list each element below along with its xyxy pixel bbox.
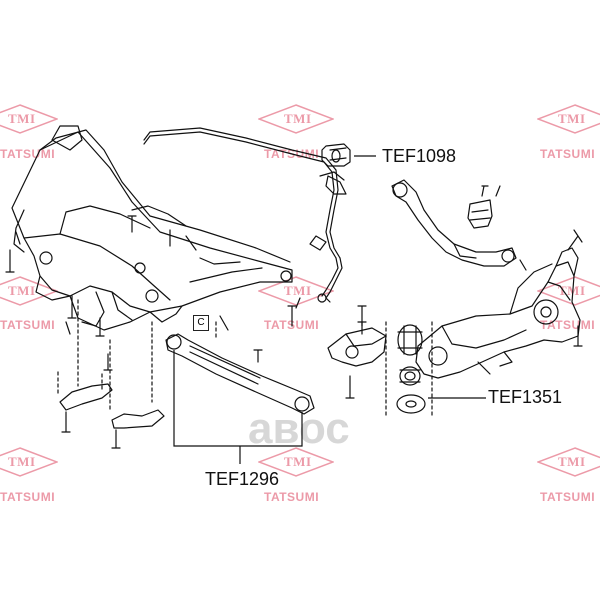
watermark-logo-text: TMI — [558, 454, 586, 469]
watermark-logo-text: TMI — [284, 454, 312, 469]
tmi-logo-icon — [0, 447, 58, 477]
stabilizer-bushing-drawing — [321, 143, 351, 167]
leader-lines — [173, 155, 486, 464]
tmi-logo-icon — [0, 276, 58, 306]
watermark-brand-text: TATSUMI — [0, 318, 56, 332]
watermark-logo-text: TMI — [558, 283, 586, 298]
toe-bracket-drawing — [57, 371, 165, 449]
watermark-brand-text: TATSUMI — [264, 318, 320, 332]
part-number-tef1351: TEF1351 — [488, 387, 563, 407]
subframe-drawing — [11, 125, 293, 331]
part-number-tef1098: TEF1098 — [382, 146, 457, 166]
center-watermark-text: авос — [248, 404, 350, 453]
lower-bracket-drawing — [327, 321, 387, 367]
bump-stop-drawing — [467, 185, 501, 229]
watermark-logo-text: TMI — [8, 454, 36, 469]
watermark-brand-text: TATSUMI — [540, 490, 596, 504]
tmi-logo-icon — [258, 104, 334, 134]
watermark-brand-text: TATSUMI — [0, 490, 56, 504]
watermark-brand-text: TATSUMI — [264, 490, 320, 504]
watermark-logo-text: TMI — [558, 111, 586, 126]
stabilizer-bar-drawing — [143, 127, 347, 303]
knuckle-drawing — [415, 247, 581, 379]
watermark-brand-text: TATSUMI — [0, 147, 56, 161]
trailing-bushing-drawing — [396, 324, 426, 414]
tmi-logo-icon — [258, 447, 334, 477]
watermark-logo-text: TMI — [8, 283, 36, 298]
upper-arm-drawing — [391, 179, 527, 271]
part-number-tef1296: TEF1296 — [205, 469, 280, 489]
tmi-logo-icon — [0, 104, 58, 134]
lower-arm-drawing — [165, 333, 315, 415]
watermark-logo-text: TMI — [284, 283, 312, 298]
watermark-logo-text: TMI — [8, 111, 36, 126]
watermark-brand-text: TATSUMI — [540, 147, 596, 161]
watermark-logo-text: TMI — [284, 111, 312, 126]
tmi-logo-icon — [258, 276, 334, 306]
reference-marker-c: C — [193, 315, 209, 331]
